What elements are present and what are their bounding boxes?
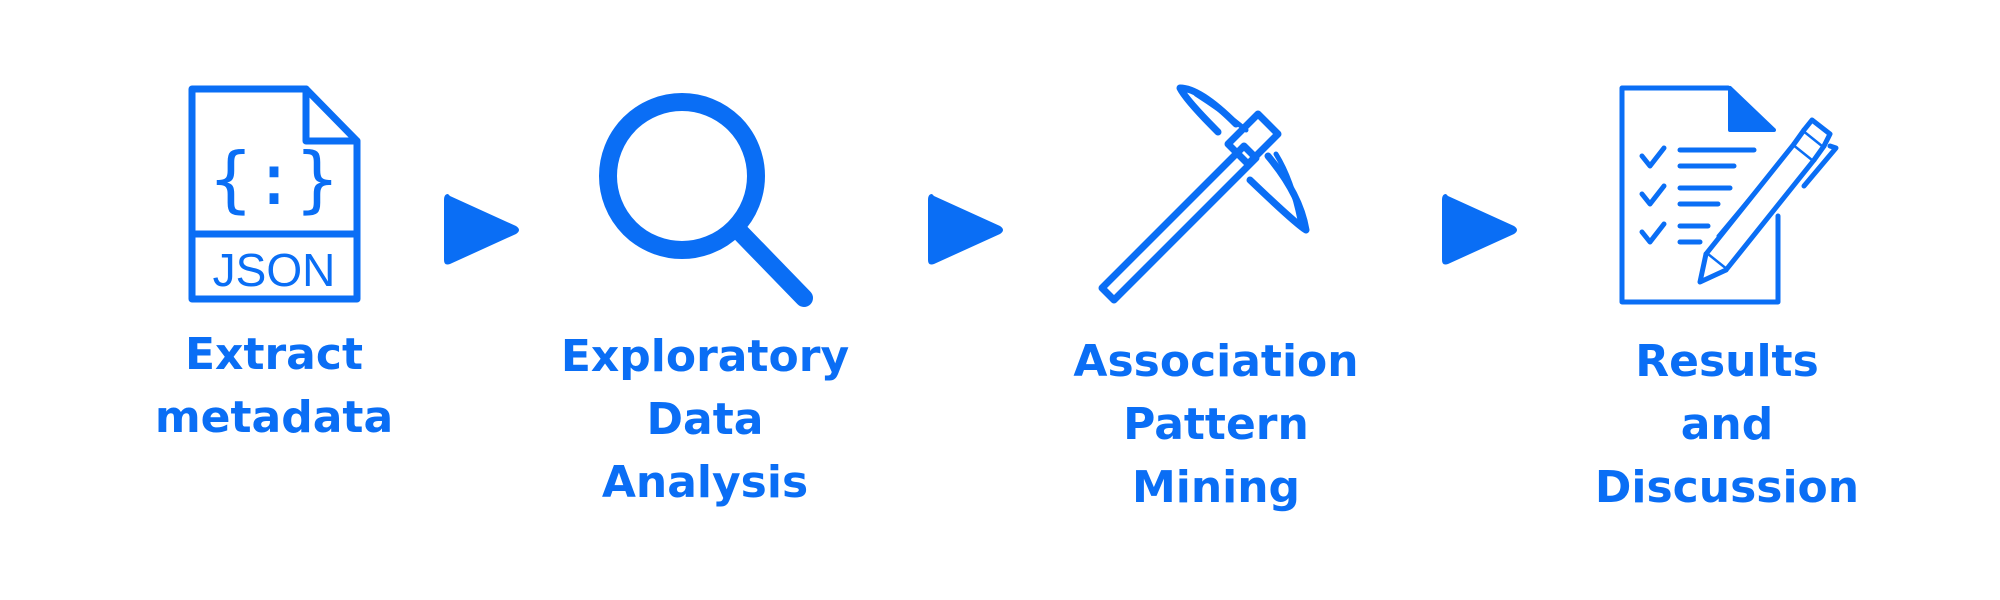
label-line: metadata xyxy=(154,392,394,443)
label-line: Exploratory xyxy=(560,331,850,382)
step-label-extract-metadata: Extract metadata xyxy=(104,323,444,449)
flow-arrow-2 xyxy=(926,190,1006,270)
magnifying-glass-icon xyxy=(598,92,820,310)
label-line: Discussion xyxy=(1594,462,1860,513)
play-arrow-icon xyxy=(928,194,1003,265)
label-line: Results xyxy=(1635,336,1819,387)
step-label-association-pattern-mining: Association Pattern Mining xyxy=(1046,330,1386,519)
play-arrow-icon xyxy=(444,194,519,265)
step-label-exploratory-data-analysis: Exploratory Data Analysis xyxy=(535,325,875,514)
label-line: Data xyxy=(646,394,764,445)
json-file-label: JSON xyxy=(213,244,336,296)
flow-arrow-3 xyxy=(1440,190,1520,270)
label-line: and xyxy=(1680,399,1774,450)
label-line: Pattern xyxy=(1123,399,1309,450)
label-line: Mining xyxy=(1131,462,1301,513)
json-braces: {:} xyxy=(209,137,339,221)
label-line: Analysis xyxy=(601,457,809,508)
checklist-pen-icon xyxy=(1618,85,1839,306)
flow-arrow-1 xyxy=(442,190,522,270)
label-line: Extract xyxy=(185,329,363,380)
label-line: Association xyxy=(1073,336,1359,387)
json-file-icon: JSON {:} xyxy=(186,85,366,306)
play-arrow-icon xyxy=(1442,194,1517,265)
step-label-results-and-discussion: Results and Discussion xyxy=(1557,330,1897,519)
pickaxe-icon xyxy=(1098,84,1340,314)
